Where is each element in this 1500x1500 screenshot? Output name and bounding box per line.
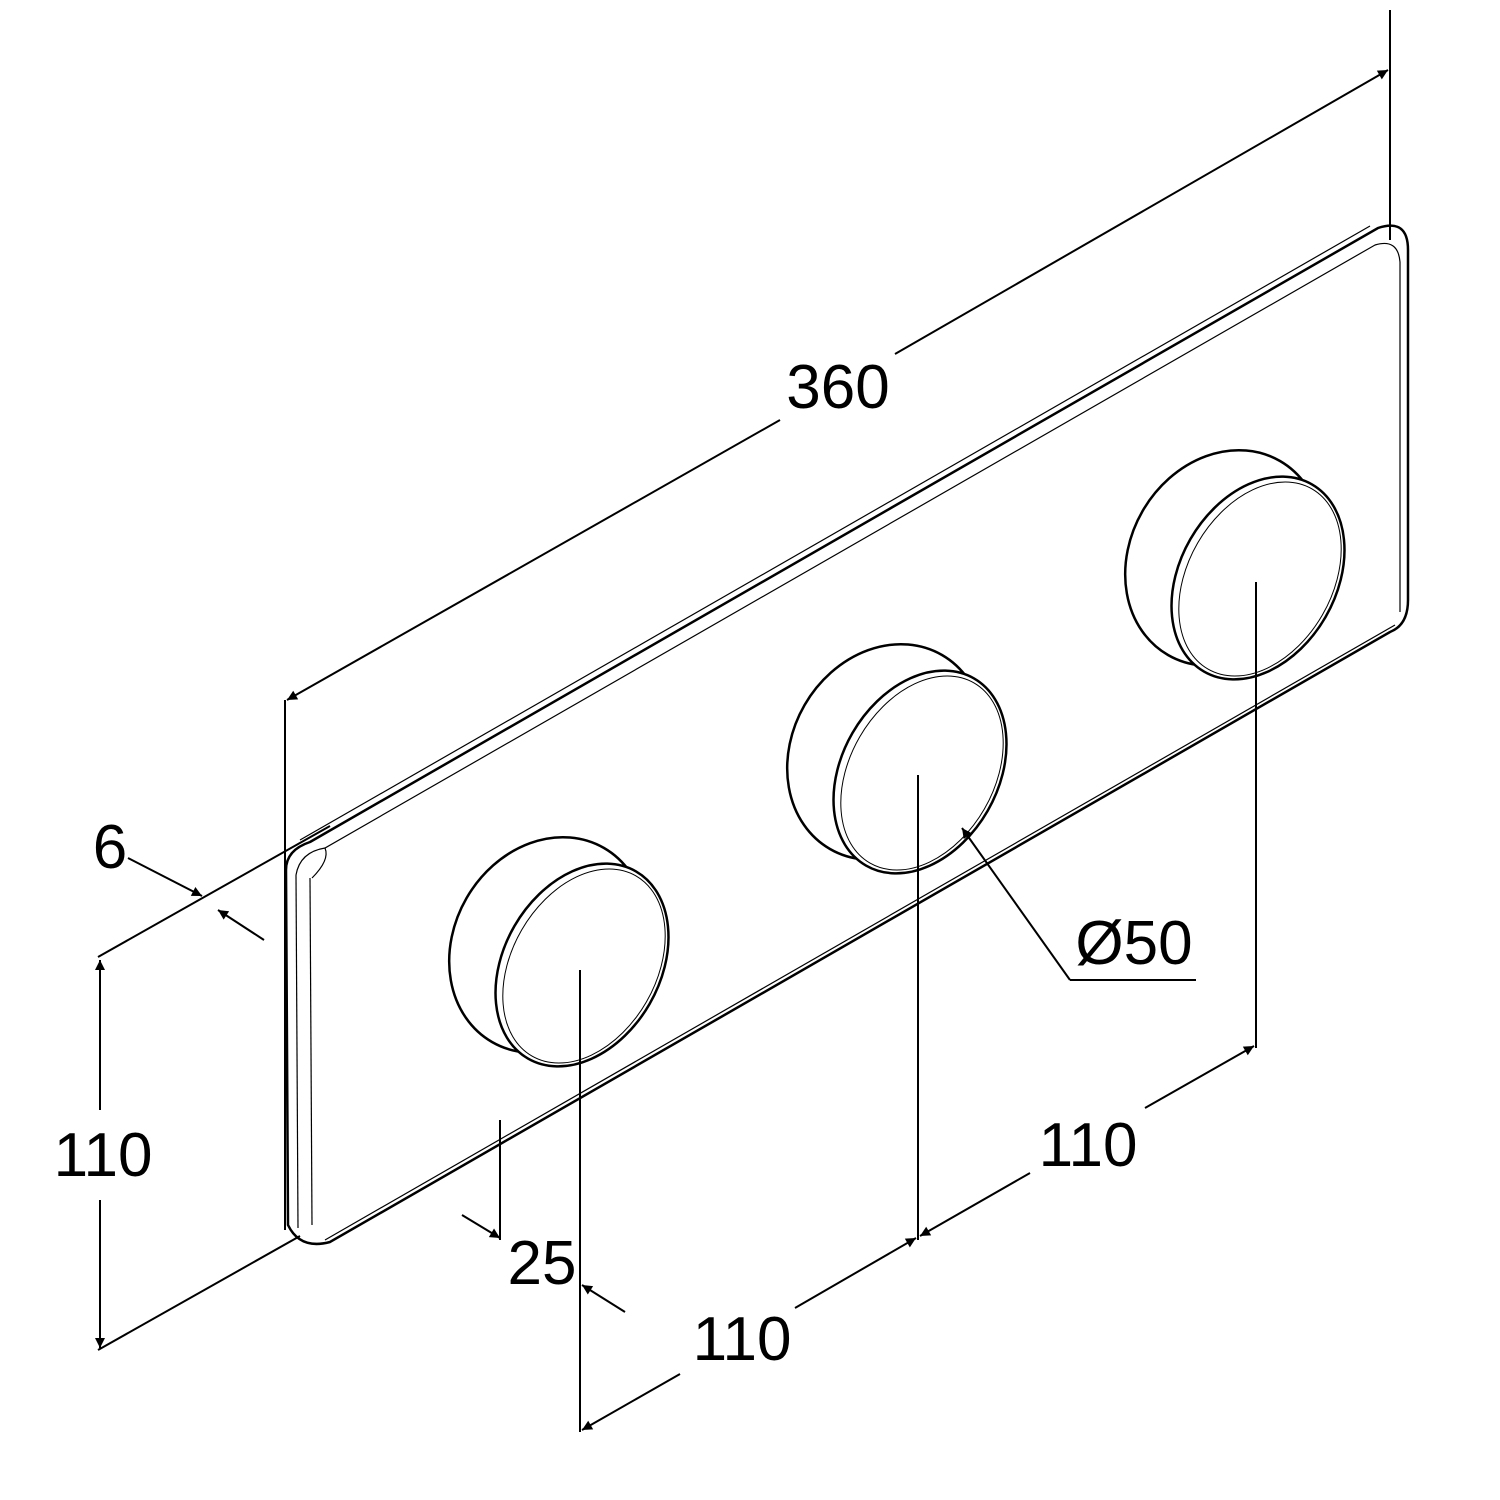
knob-right: [1123, 448, 1346, 681]
knob-middle: [785, 642, 1008, 875]
dimension-length-label: 360: [786, 353, 889, 422]
dimension-height-label: 110: [54, 1121, 153, 1190]
dimension-thickness-label: 6: [93, 813, 127, 882]
dimension-spacing-1-label: 110: [693, 1305, 792, 1374]
dimension-lines: [95, 10, 1391, 1432]
knob-left: [447, 835, 670, 1068]
dimension-projection-label: 25: [508, 1229, 577, 1298]
dimension-diameter-label: Ø50: [1075, 909, 1192, 978]
dimension-spacing-2-label: 110: [1039, 1111, 1138, 1180]
